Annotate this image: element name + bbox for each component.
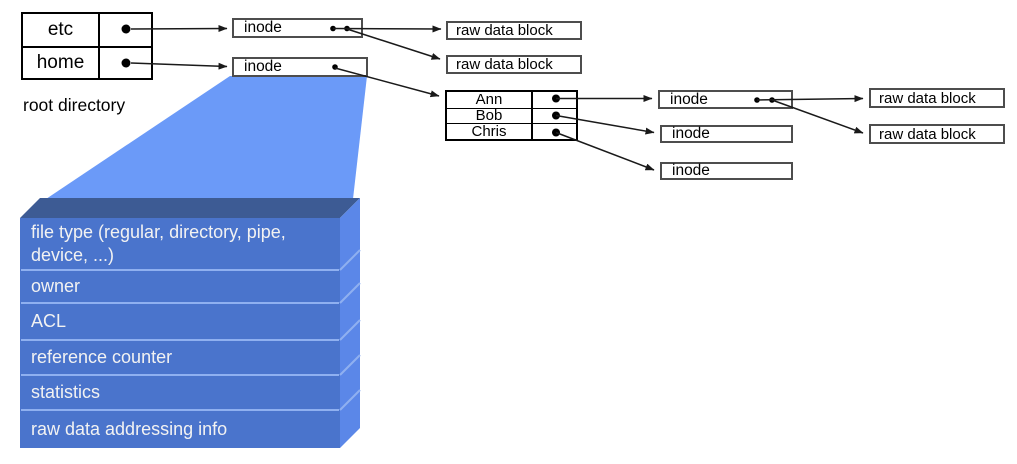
inode-field-file-type: file type (regular, directory, pipe, dev… xyxy=(31,222,286,265)
inode-box-ann: inode xyxy=(658,90,793,109)
raw-data-block-2: raw data block xyxy=(446,55,582,74)
home-entry-bob: Bob xyxy=(447,107,533,124)
inode-field-reference-counter: reference counter xyxy=(31,347,173,367)
inode-box-bob: inode xyxy=(660,125,793,143)
home-entry-chris: Chris xyxy=(447,123,533,140)
arrow-inode-etc-to-raw-block-2 xyxy=(346,28,441,60)
raw-data-block-1: raw data block xyxy=(446,21,582,40)
arrow-bob-to-inode xyxy=(555,114,655,135)
stack-row-separators xyxy=(21,249,361,411)
arrow-home-to-inode xyxy=(130,62,228,70)
arrow-etc-to-inode xyxy=(130,25,228,33)
stack-side-face xyxy=(340,198,360,448)
raw-data-block-4-label: raw data block xyxy=(879,125,976,143)
inode-box-home: inode xyxy=(232,57,368,77)
raw-data-block-3-label: raw data block xyxy=(879,89,976,107)
inode-box-home-label: inode xyxy=(244,58,282,76)
home-entry-bob-pointer-cell xyxy=(533,107,576,124)
raw-data-block-1-label: raw data block xyxy=(456,22,553,39)
root-entry-home-pointer-cell xyxy=(100,46,151,78)
arrow-chris-to-inode xyxy=(555,131,655,171)
arrow-inode-ann-to-raw-block-3 xyxy=(756,95,864,103)
root-directory-caption: root directory xyxy=(23,95,126,115)
root-directory-table: etc home xyxy=(21,12,153,80)
raw-data-block-3: raw data block xyxy=(869,88,1005,108)
raw-data-block-4: raw data block xyxy=(869,124,1005,144)
inode-box-chris: inode xyxy=(660,162,793,180)
inode-field-acl: ACL xyxy=(31,311,67,331)
root-entry-home: home xyxy=(23,46,100,78)
inode-field-statistics: statistics xyxy=(31,382,101,402)
pointer-dots xyxy=(121,24,775,137)
inode-box-etc-label: inode xyxy=(244,19,282,37)
arrow-inode-ann-to-raw-block-4 xyxy=(771,99,864,134)
root-entry-etc: etc xyxy=(23,14,100,46)
raw-data-block-2-label: raw data block xyxy=(456,56,553,73)
inode-field-owner: owner xyxy=(31,276,81,296)
zoom-funnel-shape xyxy=(46,76,367,199)
home-entry-chris-pointer-cell xyxy=(533,123,576,139)
etc-pointer-dot xyxy=(121,24,131,34)
inode-box-bob-label: inode xyxy=(672,125,710,143)
arrow-inode-home-to-home-table xyxy=(334,67,440,98)
arrow-inode-etc-to-raw-block-1 xyxy=(332,25,442,33)
inode-field-raw-data-addressing: raw data addressing info xyxy=(31,418,228,439)
home-pointer-dot xyxy=(121,58,131,68)
inode-box-chris-label: inode xyxy=(672,162,710,180)
stack-top-face xyxy=(20,198,360,218)
inode-box-ann-label: inode xyxy=(670,90,708,108)
pointer-arrows xyxy=(130,25,864,171)
home-entry-ann: Ann xyxy=(447,91,533,108)
